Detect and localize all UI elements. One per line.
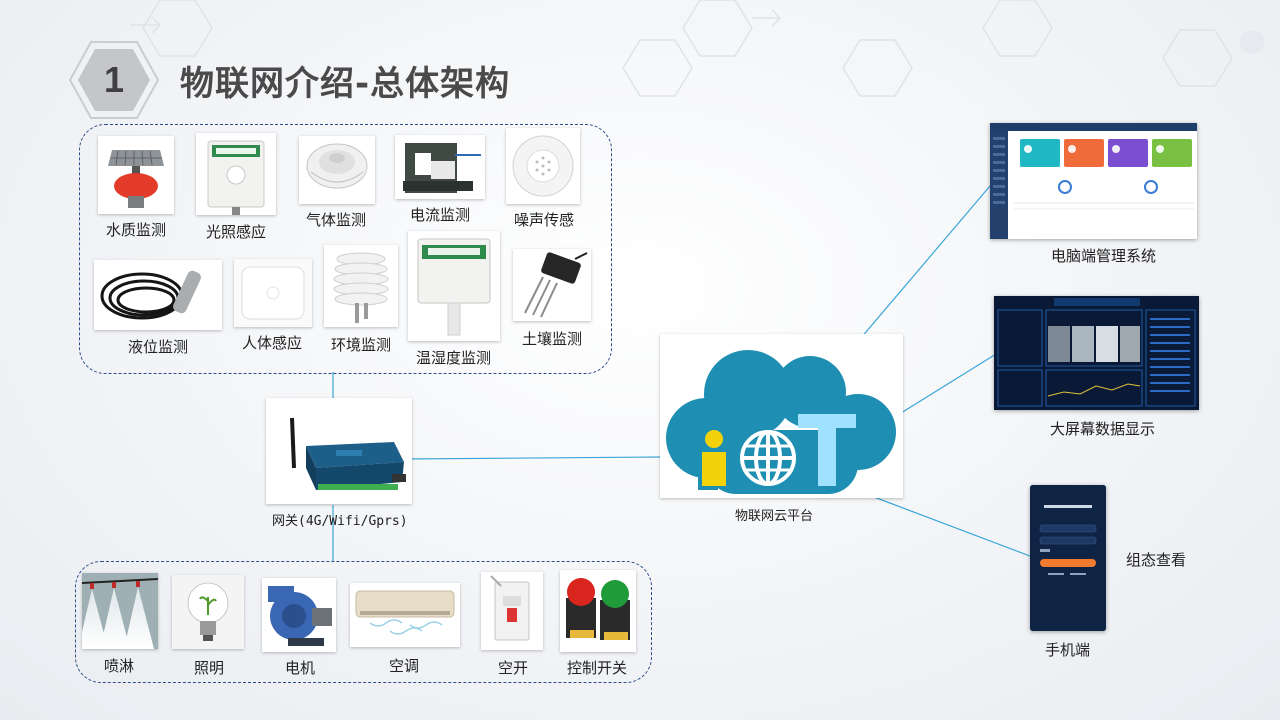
sensor-label: 噪声传感 — [514, 211, 575, 229]
sensor-label: 液位监测 — [128, 338, 189, 356]
sensor-label: 人体感应 — [242, 334, 303, 352]
liquid-level-sensor-image — [94, 260, 222, 330]
big-screen-label: 大屏幕数据显示 — [1050, 420, 1156, 438]
sensor-label: 环境监测 — [331, 336, 392, 354]
light-sensor-image — [196, 133, 276, 215]
platform-label: 物联网云平台 — [735, 509, 814, 524]
gas-sensor-image — [299, 136, 375, 204]
gateway-image — [266, 398, 412, 504]
sensor-label: 水质监测 — [106, 221, 167, 239]
actuator-group — [75, 561, 652, 683]
iot-cloud-platform-image — [660, 334, 903, 498]
motor-image — [262, 578, 336, 652]
air-conditioner-image — [350, 583, 460, 647]
water-quality-sensor-image — [98, 136, 174, 214]
control-switch-image — [560, 570, 636, 652]
big-screen-display-screenshot — [994, 296, 1199, 410]
sensor-label: 气体监测 — [306, 211, 367, 229]
sensor-label: 电流监测 — [410, 206, 471, 224]
actuator-label: 喷淋 — [104, 657, 135, 675]
actuator-label: 电机 — [285, 659, 316, 677]
sensor-label: 温湿度监测 — [416, 349, 492, 367]
current-sensor-image — [395, 135, 485, 199]
hex-pattern-decoration — [130, 0, 1264, 97]
environment-sensor-image — [324, 245, 398, 327]
sensor-label: 土壤监测 — [522, 330, 583, 348]
title-number-badge — [68, 41, 160, 119]
sprinkler-image — [82, 573, 158, 649]
noise-sensor-image — [506, 128, 580, 204]
temperature-humidity-sensor-image — [408, 231, 500, 341]
page-title: 物联网介绍-总体架构 — [180, 64, 511, 104]
human-presence-sensor-image — [234, 259, 312, 327]
circuit-breaker-image — [481, 572, 543, 650]
actuator-label: 照明 — [194, 659, 225, 677]
mobile-client-label: 手机端 — [1045, 641, 1091, 659]
sensor-label: 光照感应 — [206, 223, 267, 241]
actuator-label: 空开 — [498, 659, 529, 677]
title-number: 1 — [103, 59, 125, 100]
sensor-group — [79, 124, 612, 374]
pc-client-label: 电脑端管理系统 — [1051, 247, 1157, 265]
pc-management-screenshot — [990, 123, 1197, 239]
actuator-label: 空调 — [389, 657, 420, 675]
soil-sensor-image — [513, 249, 591, 321]
lighting-image — [172, 575, 244, 649]
gateway-label: 网关(4G/Wifi/Gprs) — [272, 514, 408, 529]
actuator-label: 控制开关 — [567, 659, 628, 677]
config-view-label: 组态查看 — [1126, 551, 1187, 569]
mobile-app-screenshot — [1030, 485, 1106, 631]
